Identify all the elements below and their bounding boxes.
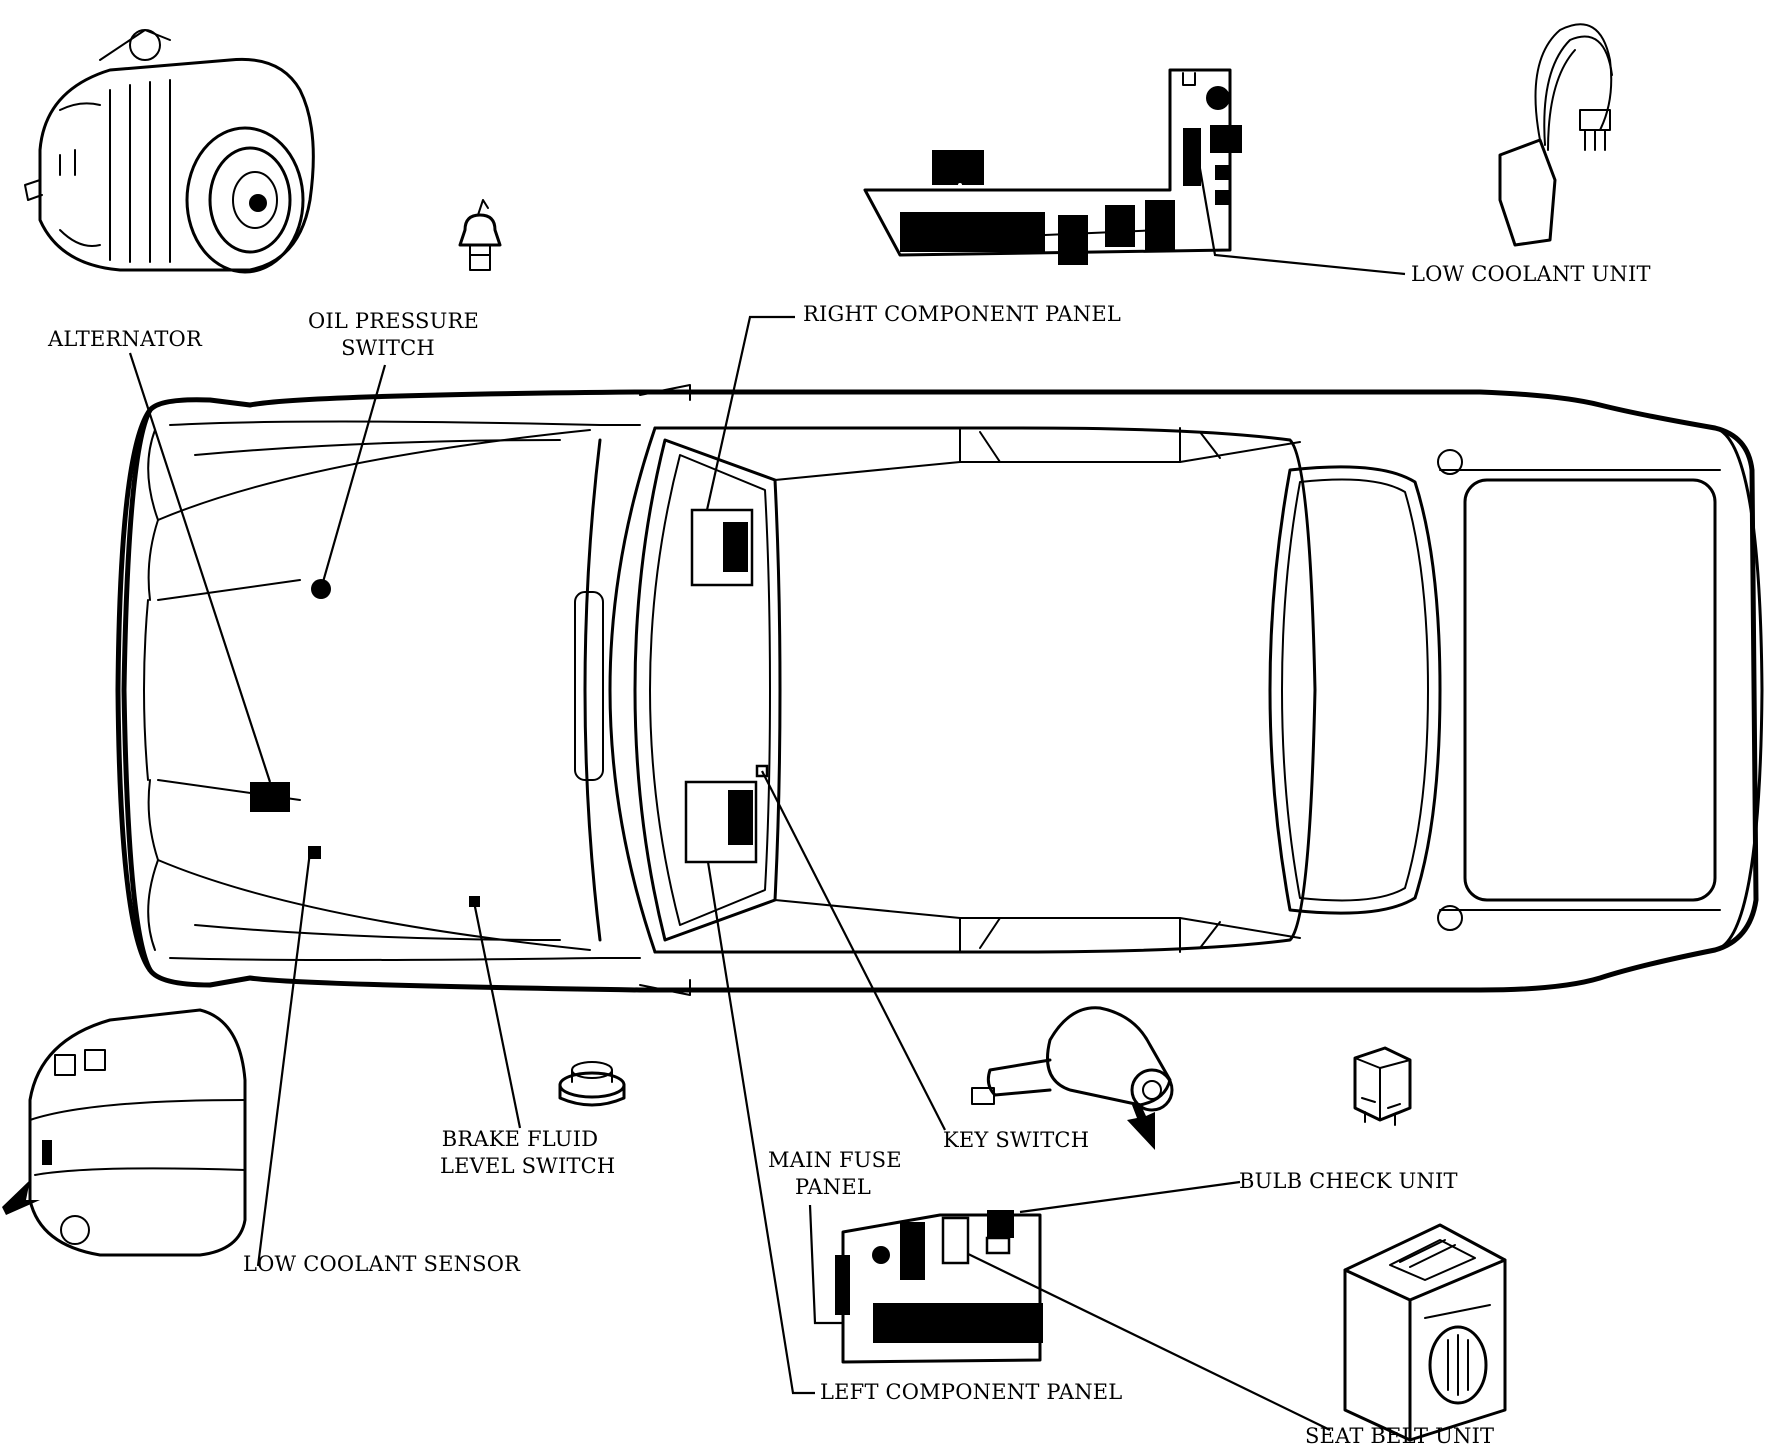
label-bulb-check-unit: BULB CHECK UNIT	[1239, 1169, 1458, 1193]
key-switch-illustration	[971, 1006, 1174, 1150]
label-oil-pressure-switch-line1: OIL PRESSURE	[308, 309, 480, 333]
brake-fluid-switch-illustration	[558, 1061, 626, 1107]
coolant-reservoir-illustration	[2, 1008, 247, 1257]
label-right-component-panel: RIGHT COMPONENT PANEL	[803, 302, 1121, 326]
brake-fluid-switch-location	[469, 896, 480, 907]
right-component-panel-location	[690, 508, 754, 587]
main-fuse-panel-board	[835, 1210, 1043, 1364]
label-low-coolant-unit: LOW COOLANT UNIT	[1411, 262, 1651, 286]
label-oil-pressure-switch-line2: SWITCH	[341, 336, 435, 360]
seat-belt-unit-illustration	[1343, 1223, 1507, 1442]
low-coolant-sensor-location	[308, 846, 321, 859]
oil-pressure-switch-illustration	[458, 199, 502, 271]
label-seat-belt-unit: SEAT BELT UNIT	[1305, 1424, 1495, 1448]
low-coolant-unit-board	[863, 68, 1242, 265]
leader-lines	[128, 139, 1406, 1431]
car-outline	[115, 384, 1764, 996]
alternator-location	[250, 782, 290, 812]
label-brake-fluid-line1: BRAKE FLUID	[441, 1127, 599, 1151]
alternator-illustration	[24, 29, 315, 274]
label-left-component-panel: LEFT COMPONENT PANEL	[820, 1380, 1123, 1404]
label-main-fuse-panel: MAIN FUSE PANEL	[768, 1147, 902, 1201]
low-coolant-unit-illustration	[1498, 23, 1613, 247]
bulb-check-relay-illustration	[1353, 1046, 1412, 1126]
label-low-coolant-sensor: LOW COOLANT SENSOR	[243, 1252, 521, 1276]
label-alternator: ALTERNATOR	[48, 327, 202, 351]
label-key-switch: KEY SWITCH	[943, 1128, 1090, 1152]
label-oil-pressure-switch: OIL PRESSURE SWITCH	[308, 308, 480, 362]
left-component-panel-location	[684, 780, 758, 864]
label-brake-fluid-line2: LEVEL SWITCH	[440, 1154, 616, 1178]
label-main-fuse-line1: MAIN FUSE	[768, 1148, 902, 1172]
label-brake-fluid-level-switch: BRAKE FLUID LEVEL SWITCH	[440, 1126, 616, 1180]
label-main-fuse-line2: PANEL	[794, 1175, 872, 1199]
